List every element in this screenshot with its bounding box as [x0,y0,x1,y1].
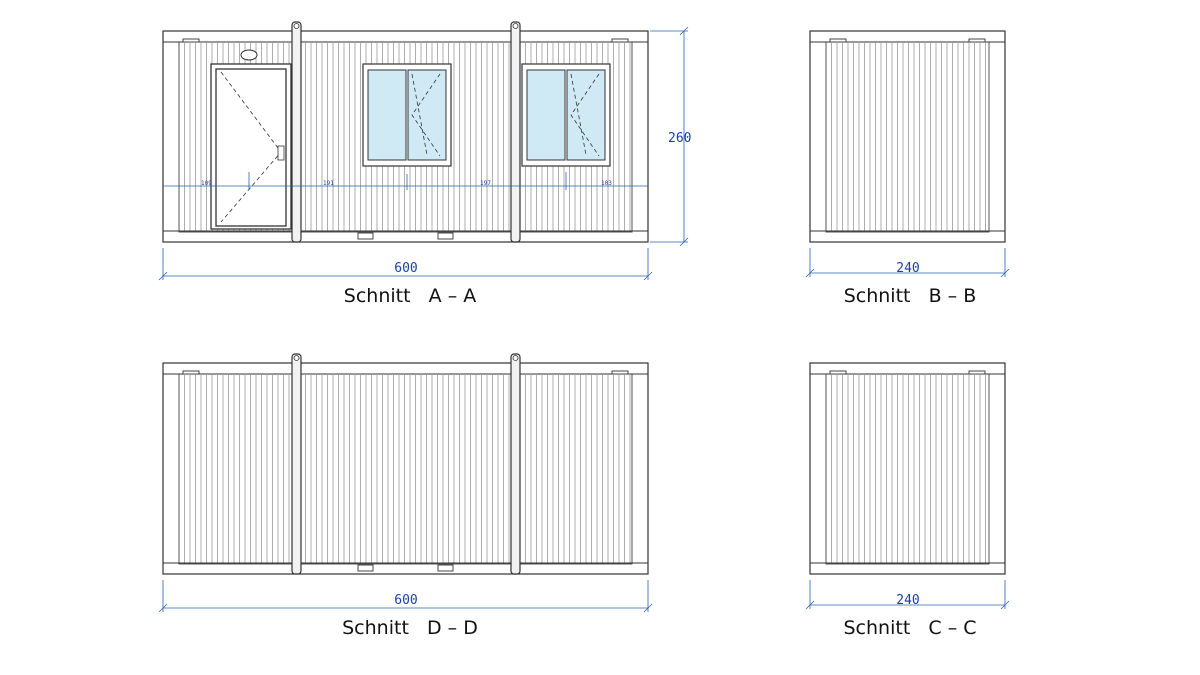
window-glass-opening [407,69,447,161]
corrugation-ribs [831,375,986,563]
corner-post [291,353,302,575]
corner-mark [182,370,200,375]
segment-label: 191 [323,180,334,187]
forklift-slot [437,232,454,240]
view-section-b: 240 Schnitt B – B [805,30,1010,307]
lamp-icon [240,49,258,61]
corner-mark [968,38,986,43]
corrugation-ribs [831,43,986,231]
view-section-c: 240 Schnitt C – C [805,362,1010,639]
view-caption: Schnitt A – A [344,285,476,307]
view-caption: Schnitt D – D [342,617,478,639]
view-section-d: 600 Schnitt D – D [158,353,653,639]
wall-panel [825,373,990,565]
forklift-slot [357,564,374,572]
window-glass-fixed [526,69,566,161]
corner-mark [829,370,847,375]
forklift-slot [437,564,454,572]
corrugation-ribs [184,375,631,563]
corner-mark [829,38,847,43]
view-caption: Schnitt C – C [844,617,977,639]
corner-mark [182,38,200,43]
corner-post [510,353,521,575]
segment-label: 109 [201,180,212,187]
door-handle [277,145,285,161]
width-dimension-label: 600 [394,593,417,608]
segment-label: 103 [601,180,612,187]
forklift-slot [357,232,374,240]
corner-post [291,21,302,243]
window-glass-fixed [367,69,407,161]
segment-label: 197 [480,180,491,187]
width-dimension-label: 240 [896,593,919,608]
door-leaf [215,68,287,227]
window-opening-line [411,73,441,157]
view-caption: Schnitt B – B [844,285,977,307]
corner-mark [968,370,986,375]
corner-mark [611,38,629,43]
width-dimension-label: 600 [394,261,417,276]
corner-mark [611,370,629,375]
width-dimension-label: 240 [896,261,919,276]
window-glass-opening [566,69,606,161]
wall-panel [825,41,990,233]
wall-panel [178,373,633,565]
window-opening-line [570,73,600,157]
height-dimension-label: 260 [668,131,691,146]
view-section-a: 109 191 197 103 600 260 Schnitt A – A [158,21,691,307]
corner-post [510,21,521,243]
